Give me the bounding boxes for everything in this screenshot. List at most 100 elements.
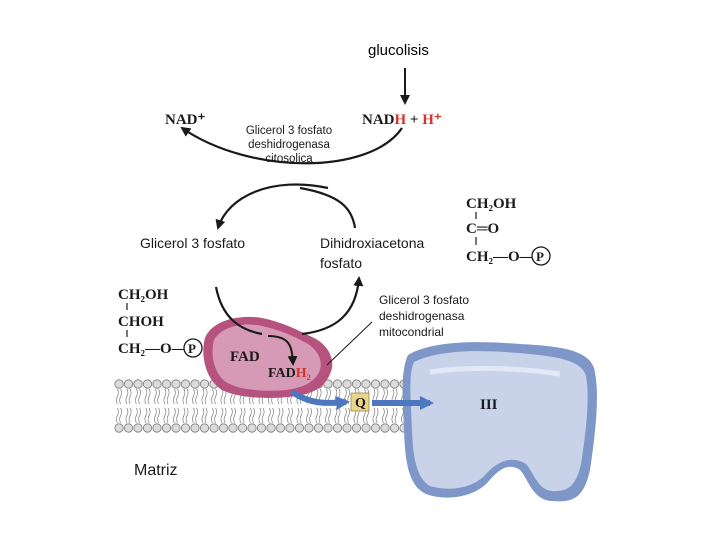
lipid-head [190, 423, 200, 433]
electron-arrow-to-q [290, 389, 350, 410]
g3p-to-enzyme-arc [214, 286, 263, 336]
lipid-tail [296, 407, 300, 424]
lipid-tail [382, 407, 385, 424]
lipid-tail [318, 407, 322, 424]
lipid-head [275, 423, 286, 433]
lipid-tail [315, 407, 319, 424]
g3p-phosphate-icon [183, 338, 203, 358]
lipid-head [209, 423, 219, 433]
lipid-head [332, 423, 343, 433]
q-label: Q [355, 396, 366, 411]
lipid-tail [154, 388, 157, 405]
lipid-head [218, 423, 229, 433]
lipid-tail [204, 407, 208, 424]
dhap-c1: CH₂OH [466, 196, 517, 212]
lipid-tail [287, 407, 290, 424]
lipid-tail [173, 388, 176, 405]
lipid-head [199, 423, 210, 433]
lipid-head [114, 423, 124, 433]
lipid-tail [306, 407, 309, 424]
dhap-phosphate-label: P [536, 249, 544, 264]
lipid-head [171, 423, 181, 433]
lipid-tail [147, 388, 151, 405]
lipid-tail [214, 388, 217, 405]
dhap-c2: C═O [466, 221, 499, 237]
enzyme-to-dhap-arrow [301, 276, 364, 336]
lipid-head [323, 423, 333, 433]
lipid-tail [195, 407, 198, 424]
nadh-h-label: NADH + H⁺ [362, 112, 442, 128]
lipid-head [380, 423, 390, 433]
lipid-tail [242, 407, 246, 424]
lipid-head [180, 379, 191, 389]
g3p-phosphate-label: P [188, 341, 196, 356]
lipid-tail [325, 407, 328, 424]
lipid-tail [182, 388, 186, 405]
fad-to-fadh2-arrow [267, 335, 298, 366]
lipid-head [256, 423, 267, 433]
lipid-head [180, 423, 191, 433]
mito-enzyme-line-3: mitocondrial [379, 325, 444, 339]
lipid-tail [372, 407, 376, 424]
lipid-head [228, 423, 238, 433]
lipid-head [361, 379, 371, 389]
lipid-tail [249, 407, 252, 424]
lipid-tail [214, 407, 217, 424]
lipid-head [342, 423, 352, 433]
lipid-head [152, 379, 162, 389]
lipid-tail [163, 407, 167, 424]
lipid-tail [220, 388, 224, 405]
lipid-head [389, 423, 400, 433]
lipid-head [342, 379, 352, 389]
lipid-tail [119, 388, 122, 405]
lipid-tail [385, 407, 388, 424]
lipid-tail [116, 407, 119, 424]
lipid-tail [157, 388, 160, 405]
lipid-head [285, 423, 295, 433]
lipid-tail [239, 407, 243, 424]
lipid-head [304, 423, 314, 433]
lipid-head [114, 379, 124, 389]
lipid-head [332, 379, 343, 389]
glycolysis-label: glucolisis [368, 42, 429, 59]
lipid-head [351, 423, 362, 433]
lipid-head [133, 379, 143, 389]
g3p-c3: CH₂—O— [118, 341, 188, 357]
lipid-head [190, 379, 200, 389]
lipid-tail [211, 407, 214, 424]
lipid-tail [347, 407, 350, 424]
fadh2-label: FADH₂ [268, 366, 311, 381]
lipid-tail [211, 388, 214, 405]
lipid-tail [166, 407, 170, 424]
lipid-tail [220, 407, 224, 424]
lipid-tail [138, 407, 141, 424]
g3p-c1: CH₂OH [118, 287, 169, 303]
cytosolic-enzyme-line-2: deshidrogenasa [248, 139, 330, 151]
mitochondrial-enzyme-protein: FAD FADH₂ [203, 316, 333, 398]
lipid-tail [176, 388, 179, 405]
lipid-tail [204, 388, 208, 405]
lipid-tail [277, 407, 281, 424]
lipid-head [323, 379, 333, 389]
lipid-tail [337, 407, 341, 424]
lipid-head [266, 423, 276, 433]
lipid-tail [192, 407, 195, 424]
dhap-label-line-1: Dihidroxiacetona [320, 235, 424, 251]
lipid-head [161, 379, 172, 389]
lipid-head [237, 423, 248, 433]
lipid-head [351, 379, 362, 389]
lipid-tail [258, 407, 262, 424]
lipid-head [142, 379, 153, 389]
lipid-tail [223, 407, 227, 424]
lipid-head [171, 379, 181, 389]
dhap-structure: CH₂OH C═O CH₂—O— P [466, 196, 551, 266]
lipid-head [370, 379, 381, 389]
lipid-tail [128, 388, 132, 405]
matrix-label: Matriz [134, 462, 178, 479]
lipid-tail [271, 407, 274, 424]
lipid-tail [201, 407, 205, 424]
lipid-tail [173, 407, 176, 424]
dhap-c3: CH₂—O— [466, 249, 536, 265]
